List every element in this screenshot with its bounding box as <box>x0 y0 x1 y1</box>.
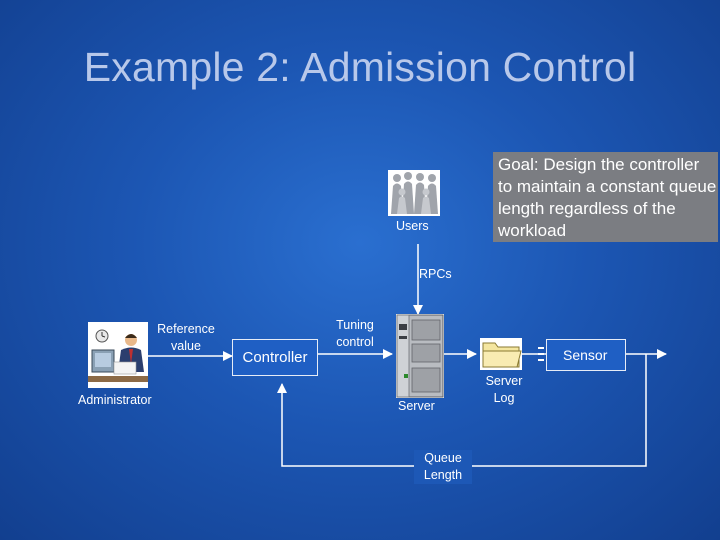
administrator-icon <box>88 322 148 388</box>
sensor-box: Sensor <box>546 339 626 371</box>
server-log-label: Server Log <box>485 374 523 405</box>
users-icon <box>388 170 440 216</box>
reference-value-label: Reference value <box>157 322 215 353</box>
slide-title: Example 2: Admission Control <box>83 44 637 90</box>
tuning-control-label: Tuning control <box>336 318 374 349</box>
server-icon <box>396 314 444 398</box>
queue-length-label: Queue Length <box>414 450 472 484</box>
rpcs-label: RPCs <box>419 267 452 281</box>
server-label: Server <box>398 399 435 413</box>
log-sensor-connector <box>522 347 546 361</box>
users-label: Users <box>396 219 429 233</box>
folder-icon <box>480 338 522 370</box>
controller-box: Controller <box>232 339 318 376</box>
administrator-label: Administrator <box>78 393 152 407</box>
goal-note: Goal: Design the controller to maintain … <box>493 152 718 242</box>
